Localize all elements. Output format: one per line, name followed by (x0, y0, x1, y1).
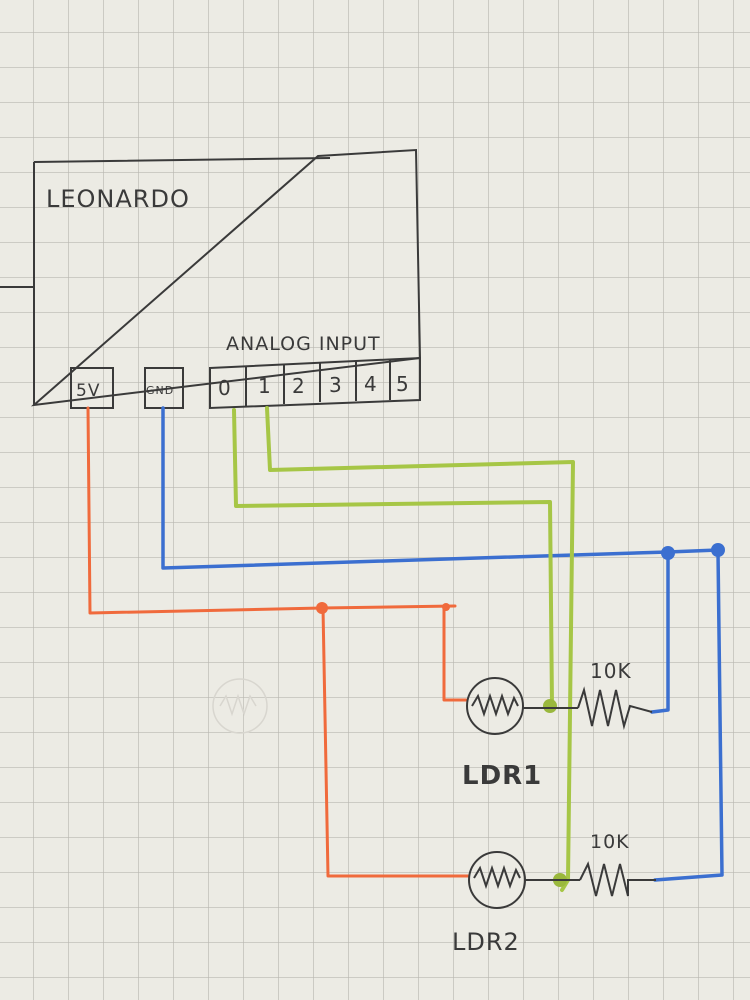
board-title: LEONARDO (46, 185, 190, 213)
pin-a4-label: 4 (364, 372, 378, 396)
resistor-r1-symbol (577, 686, 653, 730)
erased-ldr-impression (212, 678, 268, 734)
signal-junction-a0 (543, 699, 557, 713)
resistor-r2-symbol (579, 861, 656, 897)
ldr2-label: LDR2 (452, 928, 520, 956)
power-wire-end-dot (442, 603, 450, 611)
pin-a0-label: 0 (218, 376, 232, 400)
power-junction-dot (316, 602, 328, 614)
pin-gnd-label: GND (146, 384, 174, 397)
ground-junction-dot-1 (661, 546, 675, 560)
pin-a1-label: 1 (258, 374, 272, 398)
ldr2-symbol (468, 851, 580, 909)
power-wire (86, 406, 470, 878)
ground-junction-dot-2 (711, 543, 725, 557)
ldr1-symbol (466, 677, 578, 735)
ldr1-label: LDR1 (462, 761, 542, 791)
analog-input-label: ANALOG INPUT (226, 333, 381, 355)
ground-wire (161, 406, 724, 882)
leonardo-board (0, 148, 422, 410)
resistor-r2-label: 10K (590, 831, 630, 853)
pin-5v-label: 5V (76, 381, 100, 401)
resistor-r1-label: 10K (590, 659, 632, 683)
pin-a2-label: 2 (292, 374, 306, 398)
pin-5v-box (70, 367, 114, 409)
pin-a5-label: 5 (396, 372, 410, 396)
pin-a3-label: 3 (329, 373, 343, 397)
